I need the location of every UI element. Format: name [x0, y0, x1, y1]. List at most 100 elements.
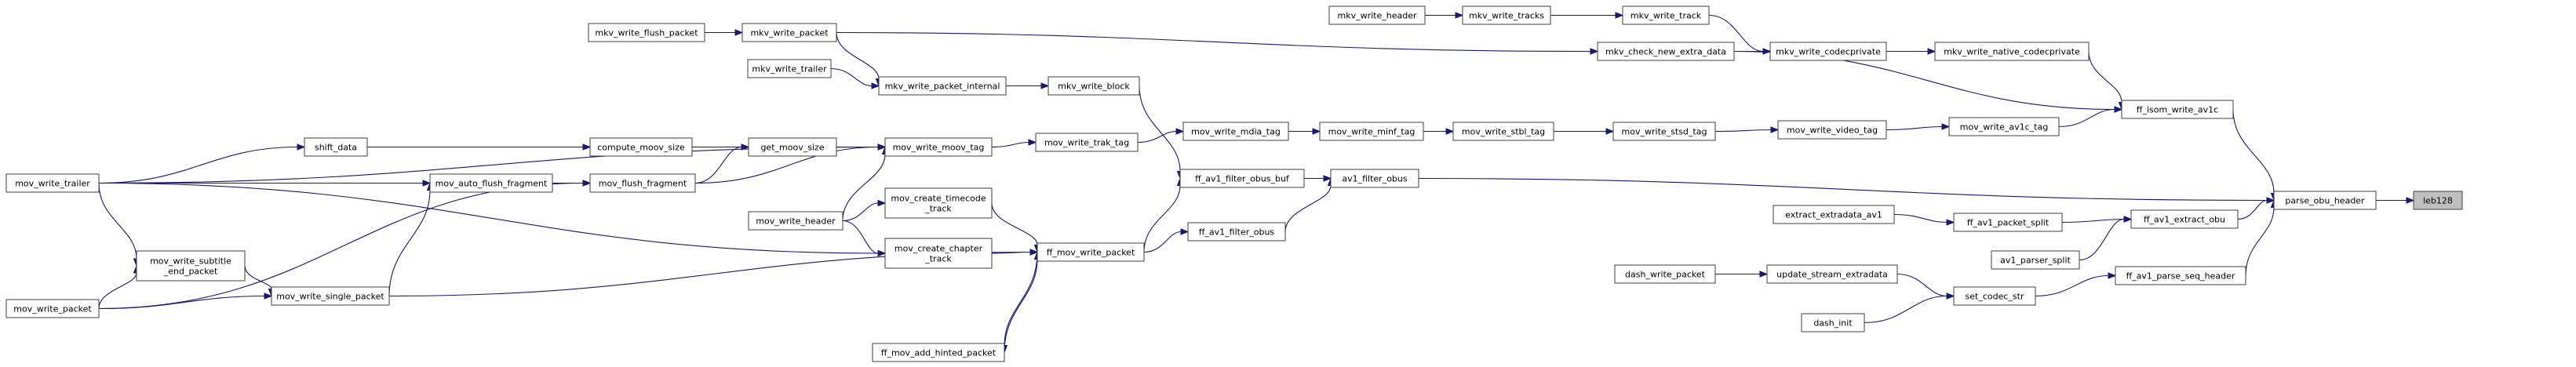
node-extract-extradata-av1[interactable]: extract_extradata_av1: [1773, 205, 1895, 224]
node-mov-write-mdia-tag[interactable]: mov_write_mdia_tag: [1182, 122, 1289, 141]
node-mkv-write-track[interactable]: mkv_write_track: [1622, 5, 1710, 25]
edge-arrowhead: [582, 180, 592, 187]
node-mov-write-video-tag[interactable]: mov_write_video_tag: [1777, 120, 1887, 140]
edge-line: [2058, 108, 2115, 128]
node-mkv-write-codecprivate[interactable]: mkv_write_codecprivate: [1769, 42, 1887, 61]
node-dash-write-packet[interactable]: dash_write_packet: [1614, 264, 1716, 284]
node-mov-write-trak-tag[interactable]: mov_write_trak_tag: [1035, 133, 1139, 152]
node-mov-auto-flush-fragment[interactable]: mov_auto_flush_fragment: [429, 173, 553, 193]
node-mov-write-packet[interactable]: mov_write_packet: [5, 299, 100, 318]
edge-line: [1896, 273, 1947, 297]
edge-dash-write-packet-to-update-stream-extradata: [1715, 271, 1769, 278]
node-ff-mov-add-hinted-packet[interactable]: ff_mov_add_hinted_packet: [872, 343, 1005, 362]
node-label: mkv_check_new_extra_data: [1605, 47, 1726, 57]
node-ff-av1-parse-seq-header[interactable]: ff_av1_parse_seq_header: [2115, 266, 2246, 285]
edge-mov-create-timecode-track-to-ff-mov-write-packet: [991, 202, 1041, 253]
node-box: [1037, 242, 1145, 262]
edge-arrowhead: [1770, 126, 1780, 133]
node-label: mov_write_minf_tag: [1328, 127, 1416, 137]
node-mov-write-stbl-tag[interactable]: mov_write_stbl_tag: [1452, 122, 1554, 141]
node-dash-init[interactable]: dash_init: [1801, 313, 1865, 332]
node-parse-obu-header[interactable]: parse_obu_header: [2273, 191, 2377, 210]
edge-line: [2232, 109, 2275, 194]
edge-arrowhead: [422, 180, 432, 187]
node-mov-flush-fragment[interactable]: mov_flush_fragment: [589, 173, 696, 193]
node-get-moov-size[interactable]: get_moov_size: [748, 137, 837, 157]
node-mkv-write-packet-internal[interactable]: mkv_write_packet_internal: [878, 76, 1007, 96]
node-av1-parser-split[interactable]: av1_parser_split: [1991, 250, 2080, 270]
edge-extract-extradata-av1-to-ff-av1-packet-split: [1893, 213, 1955, 226]
node-box: [2273, 191, 2377, 210]
node-box: [1953, 286, 2036, 306]
node-mkv-write-tracks[interactable]: mkv_write_tracks: [1462, 5, 1551, 25]
node-mkv-write-packet[interactable]: mkv_write_packet: [741, 23, 837, 42]
edge-line: [1139, 85, 1181, 172]
node-mov-create-timecode-track[interactable]: mov_create_timecode_track: [884, 187, 993, 219]
node-mkv-check-new-extra-data[interactable]: mkv_check_new_extra_data: [1597, 42, 1735, 61]
node-box: [747, 59, 832, 78]
node-box: [1328, 5, 1426, 25]
edge-arrowhead: [1323, 175, 1332, 182]
edge-arrowhead: [2108, 272, 2117, 279]
node-mkv-write-trailer[interactable]: mkv_write_trailer: [747, 59, 832, 78]
node-label: update_stream_extradata: [1776, 270, 1888, 280]
node-ff-isom-write-av1c[interactable]: ff_isom_write_av1c: [2121, 100, 2234, 119]
node-mov-write-minf-tag[interactable]: mov_write_minf_tag: [1319, 122, 1424, 141]
edge-ff-mov-add-hinted-packet-to-ff-mov-write-packet: [1004, 251, 1041, 353]
node-box: [748, 211, 843, 231]
node-mkv-write-block[interactable]: mkv_write_block: [1048, 76, 1140, 96]
node-ff-av1-extract-obu[interactable]: ff_av1_extract_obu: [2130, 209, 2239, 229]
node-ff-av1-packet-split[interactable]: ff_av1_packet_split: [1953, 213, 2063, 232]
edge-line: [2245, 207, 2275, 276]
edge-mov-write-header-to-mov-create-timecode-track: [842, 199, 887, 222]
edge-line: [2061, 218, 2125, 223]
node-box: [589, 137, 693, 157]
edge-arrowhead: [1762, 48, 1772, 55]
node-box: [1330, 169, 1419, 188]
node-ff-mov-write-packet[interactable]: ff_mov_write_packet: [1037, 242, 1145, 262]
edge-shift-data-to-compute-moov-size: [367, 144, 592, 151]
node-box: [304, 137, 368, 157]
edge-dash-init-to-set-codec-str: [1864, 293, 1955, 324]
node-label: extract_extradata_av1: [1785, 210, 1882, 220]
node-ff-av1-filter-obus-buf[interactable]: ff_av1_filter_obus_buf: [1179, 169, 1305, 188]
node-mkv-write-native-codecprivate[interactable]: mkv_write_native_codecprivate: [1934, 42, 2090, 61]
node-box: [5, 173, 100, 193]
node-set-codec-str[interactable]: set_codec_str: [1953, 286, 2036, 306]
node-compute-moov-size[interactable]: compute_moov_size: [589, 137, 693, 157]
node-update-stream-extradata[interactable]: update_stream_extradata: [1766, 264, 1898, 284]
edge-mkv-write-trailer-to-mkv-write-packet-internal: [830, 67, 880, 89]
node-label: mkv_write_packet: [750, 28, 829, 38]
node-box: [429, 173, 553, 193]
node-leb128[interactable]: leb128: [2413, 191, 2463, 210]
edge-line: [694, 146, 879, 184]
edge-line: [98, 146, 298, 184]
edge-ff-isom-write-av1c-to-parse-obu-header: [2232, 109, 2278, 202]
node-mov-write-single-packet[interactable]: mov_write_single_packet: [271, 286, 390, 306]
node-mov-write-av1c-tag[interactable]: mov_write_av1c_tag: [1948, 117, 2060, 136]
node-mov-write-subtitle-end-packet[interactable]: mov_write_subtitle_end_packet: [136, 250, 246, 282]
edge-line: [2237, 199, 2268, 220]
node-mkv-write-flush-packet[interactable]: mkv_write_flush_packet: [588, 23, 705, 42]
edge-arrowhead: [741, 144, 750, 151]
edge-line: [1714, 129, 1772, 133]
node-mov-create-chapter-track[interactable]: mov_create_chapter_track: [884, 238, 993, 269]
node-av1-filter-obus[interactable]: av1_filter_obus: [1330, 169, 1419, 188]
node-ff-av1-filter-obus[interactable]: ff_av1_filter_obus: [1187, 222, 1286, 242]
edge-arrowhead: [1605, 128, 1615, 135]
edge-line: [98, 182, 879, 254]
edge-line: [2088, 51, 2122, 103]
node-label: mkv_write_flush_packet: [595, 28, 698, 38]
node-mov-write-stsd-tag[interactable]: mov_write_stsd_tag: [1612, 122, 1716, 141]
edge-line: [1143, 231, 1182, 253]
node-label: ff_av1_packet_split: [1967, 218, 2050, 228]
node-mov-write-trailer[interactable]: mov_write_trailer: [5, 173, 100, 193]
node-mov-write-moov-tag[interactable]: mov_write_moov_tag: [884, 137, 993, 157]
node-box: [1597, 42, 1735, 61]
edge-mov-write-av1c-tag-to-ff-isom-write-av1c: [2058, 106, 2123, 128]
edge-mov-write-moov-tag-to-mov-write-trak-tag: [991, 139, 1037, 148]
node-shift-data[interactable]: shift_data: [304, 137, 368, 157]
node-mkv-write-header[interactable]: mkv_write_header: [1328, 5, 1426, 25]
edge-line: [1004, 252, 1038, 346]
node-mov-write-header[interactable]: mov_write_header: [748, 211, 843, 231]
